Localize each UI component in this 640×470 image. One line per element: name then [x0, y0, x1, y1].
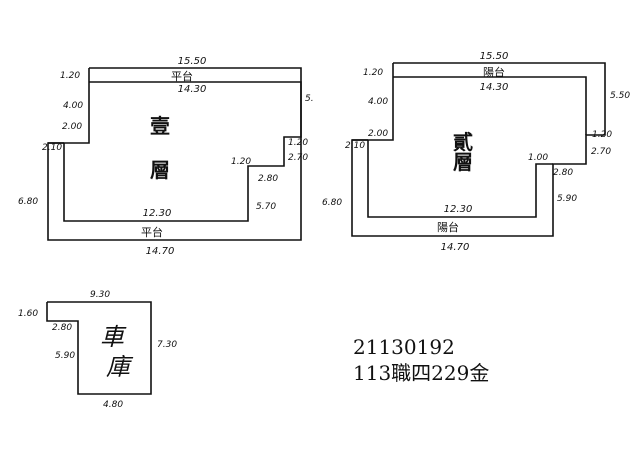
floor-2-title-bottom: 層: [453, 150, 473, 174]
garage-plan: 車 庫 9.30 1.60 2.80 5.90 7.30 4.80: [18, 290, 177, 410]
floor-1-dim-bottom-inner: 12.30: [143, 208, 172, 219]
floor-2-dim-right-mid: 2.70: [591, 147, 611, 157]
floor-2-dim-bottom-inner: 12.30: [444, 204, 473, 215]
case-number: 21130192: [353, 335, 455, 359]
floor-2-dim-bottom-outer: 14.70: [441, 242, 470, 253]
floor-1-top-balcony-label: 平台: [171, 69, 193, 83]
floor-1-dim-right-mid: 2.70: [288, 153, 308, 163]
garage-label-top: 車: [100, 323, 127, 351]
floor-2-dim-left-upper: 4.00: [368, 97, 388, 107]
floor-1-inner-outline: [63, 81, 302, 222]
garage-dim-top: 9.30: [90, 290, 110, 300]
floor-1-dim-left-upper: 4.00: [63, 101, 83, 111]
floor-1-dim-inner-step: 1.20: [231, 157, 251, 167]
floor-2-inner-outline: [393, 76, 587, 135]
floor-1-dim-top-left-side: 1.20: [60, 71, 80, 81]
case-reference: 113職四229金: [353, 361, 489, 385]
floor-1-outer-outline: [47, 67, 302, 241]
floor-2-top-balcony-label: 陽台: [483, 65, 505, 79]
garage-dim-left-top: 1.60: [18, 309, 38, 319]
floor-2-dim-right-step: 1.20: [592, 130, 612, 140]
floor-1-dim-right-step: 1.20: [288, 138, 308, 148]
floor-2-dim-top-inner: 14.30: [480, 82, 509, 93]
floor-2-outer-outline: [351, 62, 606, 237]
garage-dim-bottom: 4.80: [103, 400, 123, 410]
floor-2-dim-top-outer: 15.50: [480, 51, 509, 62]
floor-2-dim-inner-right: 2.80: [553, 168, 573, 178]
floor-1-dim-bottom-outer: 14.70: [146, 246, 175, 257]
floor-2-dim-left-outer: 6.80: [322, 198, 342, 208]
floor-2-plan: 陽台 陽台 貳 層 15.50 14.30 12.30 14.70 1.20 4…: [322, 51, 630, 253]
floor-2-dim-right-top: 5.50: [610, 91, 630, 101]
floor-1-title-bottom: 層: [150, 158, 170, 182]
case-info: 21130192 113職四229金: [353, 335, 489, 385]
floor-1-dim-inner-right: 2.80: [258, 174, 278, 184]
floor-1-dim-right-top: 5.: [305, 94, 314, 104]
floor-2-inner-room-outline: [367, 140, 553, 218]
garage-outline: [46, 301, 152, 395]
floor-1-title-top: 壹: [150, 114, 170, 138]
floor-2-title-top: 貳: [453, 130, 473, 154]
floor-1-dim-right-lower: 5.70: [256, 202, 276, 212]
floor-1-bottom-balcony-label: 平台: [141, 225, 163, 239]
floor-1-dim-left-outer: 6.80: [18, 197, 38, 207]
floor-2-dim-right-lower: 5.90: [557, 194, 577, 204]
garage-label-bottom: 庫: [106, 353, 134, 381]
garage-dim-inner-top: 2.80: [52, 323, 72, 333]
floor-1-dim-top-outer: 15.50: [178, 56, 207, 67]
floor-1-dim-step-left-small: 2.10: [42, 143, 62, 153]
floor-2-dim-inner-step: 1.00: [528, 153, 548, 163]
garage-dim-right: 7.30: [157, 340, 177, 350]
floor-2-dim-step-left: 2.00: [368, 129, 388, 139]
floor-2-dim-top-left-side: 1.20: [363, 68, 383, 78]
floor-2-bottom-balcony-label: 陽台: [437, 220, 459, 234]
floor-1-dim-step-left: 2.00: [62, 122, 82, 132]
floor-2-dim-step-left-small: 2.10: [345, 141, 365, 151]
floor-1-plan: 平台 平台 壹 層 15.50 14.30 12.30 14.70 1.20 4…: [18, 56, 314, 257]
floor-1-dim-top-inner: 14.30: [178, 84, 207, 95]
garage-dim-left-lower: 5.90: [55, 351, 75, 361]
